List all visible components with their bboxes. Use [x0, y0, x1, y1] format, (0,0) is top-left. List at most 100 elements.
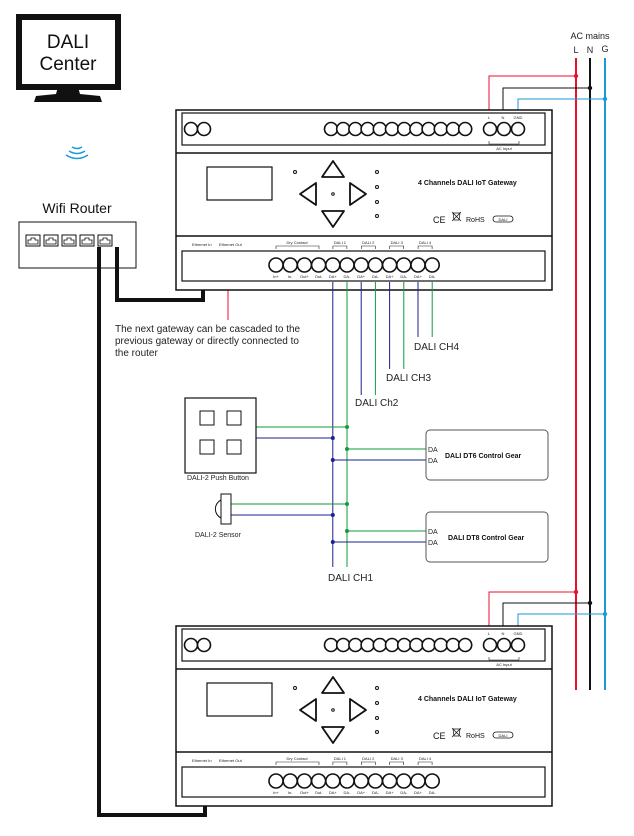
- junction-dot: [345, 447, 349, 451]
- channel-label-ch2: DALI Ch2: [355, 398, 399, 409]
- terminal-screw: [372, 121, 388, 137]
- terminal-label: DA-: [372, 274, 380, 279]
- ce-mark: CE: [433, 215, 446, 225]
- cascade-note-line2: previous gateway or directly connected t…: [115, 336, 299, 347]
- gateway-2: In+In-Out+Out-DA+DA-DA+DA-DA+DA-DA+DA- L…: [175, 625, 553, 807]
- top-terminal-block: [183, 121, 526, 137]
- ethernet-port[interactable]: [79, 234, 95, 247]
- terminal-label-l: L: [488, 115, 491, 120]
- junction-dot: [330, 458, 335, 462]
- status-led: [375, 686, 379, 690]
- terminal-screw: [445, 121, 461, 137]
- down-arrow-button[interactable]: [321, 210, 345, 228]
- dali-group-label: DALI 2: [362, 756, 375, 761]
- channel-label-ch3: DALI CH3: [386, 373, 431, 384]
- ac-label-l: L: [573, 45, 578, 55]
- gateway-title: 4 Channels DALI IoT Gateway: [418, 696, 517, 703]
- terminal-screw: [324, 773, 341, 789]
- terminal-screw: [457, 637, 473, 653]
- gateway-title: 4 Channels DALI IoT Gateway: [418, 180, 517, 187]
- terminal-screw: [384, 121, 400, 137]
- left-arrow-button[interactable]: [299, 182, 317, 206]
- button-key[interactable]: [226, 439, 242, 455]
- ethernet-in-label: Ethernet In: [192, 758, 212, 763]
- dali-group-label: DALI 4: [419, 756, 432, 761]
- ethernet-cable-gateway1: [115, 247, 205, 302]
- dry-contact-label: Dry Contact: [286, 240, 308, 245]
- ac-tap-wire: [488, 75, 576, 112]
- indicator-dot: [293, 170, 297, 174]
- button-key[interactable]: [226, 410, 242, 426]
- dry-contact-label: Dry Contact: [286, 756, 308, 761]
- terminal-screw: [348, 121, 363, 137]
- terminal-screw: [196, 637, 212, 653]
- terminal-screw: [395, 257, 412, 273]
- terminal-screw: [323, 637, 339, 653]
- ethernet-out-label: Ethernet Out: [219, 242, 243, 247]
- terminal-label: DA+: [414, 790, 423, 795]
- ethernet-port[interactable]: [61, 234, 77, 247]
- center-button[interactable]: [331, 192, 335, 196]
- indicator-dot: [293, 686, 297, 690]
- terminal-screw: [381, 773, 398, 789]
- terminal-screw: [433, 637, 449, 653]
- dali2-push-button: [184, 397, 257, 474]
- button-key[interactable]: [199, 439, 215, 455]
- center-button[interactable]: [331, 708, 335, 712]
- terminal-label: In+: [273, 790, 279, 795]
- wifi-icon: [65, 146, 89, 160]
- terminal-screw: [424, 773, 441, 789]
- terminal-screw: [496, 637, 512, 653]
- terminal-label: DA-: [344, 790, 352, 795]
- up-arrow-button[interactable]: [321, 676, 345, 694]
- down-arrow-button[interactable]: [321, 726, 345, 744]
- ethernet-port[interactable]: [25, 234, 41, 247]
- up-arrow-button[interactable]: [321, 160, 345, 178]
- terminal-label: Out+: [300, 274, 309, 279]
- junction-dot: [345, 425, 349, 429]
- terminal-screw: [353, 773, 370, 789]
- sensor-label: DALI-2 Sensor: [195, 532, 242, 539]
- ethernet-in-label: Ethernet In: [192, 242, 212, 247]
- terminal-screw: [409, 121, 424, 137]
- rohs-mark: RoHS: [466, 733, 485, 740]
- dt8-pin2: DA: [428, 540, 438, 547]
- ac-label-n: N: [587, 45, 594, 55]
- router-ports: [25, 234, 113, 247]
- terminal-screw: [323, 121, 339, 137]
- terminal-screw: [310, 773, 327, 789]
- gateway-1: In+In-Out+Out-DA+DA-DA+DA-DA+DA-DA+DA- L…: [175, 109, 553, 291]
- terminal-label: DA-: [429, 790, 437, 795]
- ac-tap-wire: [517, 613, 605, 628]
- ac-tap-wire: [502, 602, 590, 628]
- terminal-screw: [482, 121, 498, 137]
- terminal-label: DA-: [429, 274, 437, 279]
- terminal-screw: [360, 637, 375, 653]
- terminal-label: DA+: [329, 274, 338, 279]
- status-led: [375, 200, 379, 204]
- right-arrow-button[interactable]: [349, 698, 367, 722]
- right-arrow-button[interactable]: [349, 182, 367, 206]
- junction-dot: [587, 85, 593, 91]
- terminal-label-n: N: [502, 631, 505, 636]
- ethernet-port[interactable]: [43, 234, 59, 247]
- dali-logo-text: DALI: [499, 733, 508, 738]
- ethernet-port[interactable]: [97, 234, 113, 247]
- push-button-label: DALI-2 Push Button: [187, 475, 249, 482]
- status-led: [375, 701, 379, 705]
- left-arrow-button[interactable]: [299, 698, 317, 722]
- button-key[interactable]: [199, 410, 215, 426]
- dali-group-label: DALI 3: [391, 756, 404, 761]
- dt6-pin2: DA: [428, 458, 438, 465]
- rohs-mark: RoHS: [466, 217, 485, 224]
- dt8-control-gear: [425, 511, 549, 563]
- terminal-screw: [339, 773, 355, 789]
- ac-tap-wire: [488, 591, 576, 628]
- bottom-terminal-block: In+In-Out+Out-DA+DA-DA+DA-DA+DA-DA+DA-: [268, 773, 441, 795]
- terminal-label-gnd: GND: [514, 631, 523, 636]
- terminal-screw: [339, 257, 355, 273]
- bottom-terminal-block: In+In-Out+Out-DA+DA-DA+DA-DA+DA-DA+DA-: [268, 257, 441, 279]
- dali-wiring: [231, 282, 433, 567]
- junction-dot: [573, 73, 579, 79]
- terminal-screw: [296, 257, 313, 273]
